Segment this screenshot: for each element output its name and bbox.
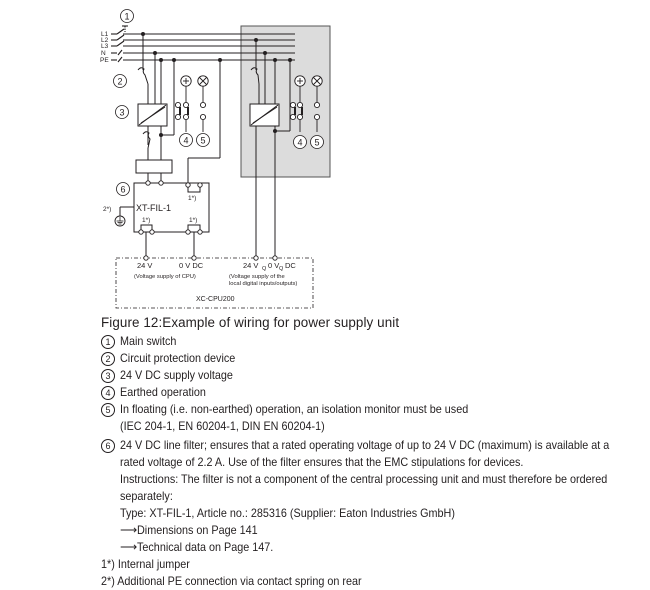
legend-text-5: In floating (i.e. non-earthed) operation… <box>120 401 469 416</box>
legend-text-3: 24 V DC supply voltage <box>120 367 233 382</box>
legend-6-line-3-text: separately: <box>120 489 173 504</box>
io-supply-note-2: local digital inputs/outputs) <box>229 281 297 287</box>
jumper-label-top: 1*) <box>188 195 196 202</box>
jumper-label-left: 1*) <box>142 217 150 224</box>
callout-1 <box>120 9 134 23</box>
callout-3-label: 3 <box>119 108 124 118</box>
terminal-0vdc: 0 V DC <box>179 261 204 270</box>
cpu-terminals <box>143 255 278 261</box>
callout-5-right-label: 5 <box>314 138 319 148</box>
wiring-diagram: 1 L1 L2 L3 N PE <box>100 9 331 309</box>
legend-item-2: 2 Circuit protection device <box>101 350 646 367</box>
link-dimensions[interactable]: ⟶Dimensions on Page 141 <box>101 522 646 539</box>
callout-6-label: 6 <box>120 185 125 195</box>
legend-number-3: 3 <box>101 368 115 383</box>
legend-6-line-1: rated voltage of 2.2 A. Use of the filte… <box>101 454 646 471</box>
pe-note-label: 2*) <box>103 206 111 213</box>
note-1-text: Internal jumper <box>117 556 190 571</box>
terminal-24vq: 24 V <box>243 261 258 270</box>
phase-label-l2: L2 <box>101 37 109 44</box>
terminal-24v: 24 V <box>137 261 152 270</box>
callout-4-left-label: 4 <box>183 136 188 146</box>
phase-labels: L1 L2 L3 N PE <box>100 31 109 64</box>
note-1-mark: 1*) <box>101 556 115 571</box>
right-earthing-options <box>289 75 323 132</box>
terminal-0vq-sub: Q <box>279 266 284 272</box>
device-label: XC-CPU200 <box>196 296 235 303</box>
link-technical-data-text[interactable]: Technical data on Page 147. <box>137 539 274 554</box>
phase-label-pe: PE <box>100 57 109 64</box>
jumper-label-right: 1*) <box>189 217 197 224</box>
legend: 1 Main switch 2 Circuit protection devic… <box>101 333 646 590</box>
phase-label-n: N <box>101 50 106 57</box>
legend-number-5: 5 <box>101 402 115 417</box>
legend-6-line-3: separately: <box>101 488 646 505</box>
legend-6-line-2-text: Instructions: The filter is not a compon… <box>120 472 608 487</box>
phase-label-l1: L1 <box>101 31 109 38</box>
terminal-24vq-sub: Q <box>262 266 267 272</box>
phase-label-l3: L3 <box>101 43 109 50</box>
terminal-dc: DC <box>285 261 296 270</box>
arrow-right-icon: ⟶ <box>120 539 138 554</box>
legend-text-6: 24 V DC line filter; ensures that a rate… <box>120 438 610 453</box>
legend-number-1: 1 <box>101 335 115 349</box>
io-supply-note-1: (Voltage supply of the <box>229 274 285 280</box>
bus-lines <box>111 25 295 63</box>
note-2-text: Additional PE connection via contact spr… <box>117 573 362 588</box>
legend-number-6: 6 <box>101 439 115 454</box>
cpu-dashed-box <box>115 257 314 309</box>
callout-5-left <box>196 133 210 147</box>
legend-number-4: 4 <box>101 385 115 400</box>
legend-item-4: 4 Earthed operation <box>101 384 646 401</box>
filter-label: XT-FIL-1 <box>136 203 171 213</box>
cpu-supply-note: (Voltage supply of CPU) <box>134 274 196 280</box>
right-circuit <box>249 40 291 258</box>
callout-6 <box>116 182 130 196</box>
callout-3 <box>115 105 129 119</box>
legend-6-line-4-text: Type: XT-FIL-1, Article no.: 285316 (Sup… <box>120 506 455 521</box>
note-2-mark: 2*) <box>101 573 115 588</box>
left-earthing-options <box>174 75 209 132</box>
link-dimensions-text[interactable]: Dimensions on Page 141 <box>137 522 258 537</box>
legend-item-6: 6 24 V DC line filter; ensures that a ra… <box>101 437 646 454</box>
arrow-right-icon: ⟶ <box>120 522 138 537</box>
legend-text-4: Earthed operation <box>120 384 206 399</box>
callout-4-left <box>179 133 193 147</box>
callout-2-label: 2 <box>117 77 122 87</box>
link-technical-data[interactable]: ⟶Technical data on Page 147. <box>101 539 646 556</box>
legend-6-line-4: Type: XT-FIL-1, Article no.: 285316 (Sup… <box>101 505 646 522</box>
note-2: 2*) Additional PE connection via contact… <box>101 573 646 590</box>
callout-4-right-label: 4 <box>297 138 302 148</box>
legend-item-5: 5 In floating (i.e. non-earthed) operati… <box>101 401 646 418</box>
callout-5-left-label: 5 <box>200 136 205 146</box>
legend-item-3: 3 24 V DC supply voltage <box>101 367 646 384</box>
legend-item-1: 1 Main switch <box>101 333 646 350</box>
figure-caption: Figure 12:Example of wiring for power su… <box>101 315 400 330</box>
left-circuit <box>119 34 221 258</box>
note-1: 1*) Internal jumper <box>101 556 646 573</box>
filter-terminals <box>138 180 203 235</box>
terminal-0vq: 0 V <box>268 261 279 270</box>
legend-number-2: 2 <box>101 351 115 366</box>
callout-1-label: 1 <box>124 12 129 22</box>
legend-6-line-1-text: rated voltage of 2.2 A. Use of the filte… <box>120 455 524 470</box>
legend-text-5-standards: (IEC 204-1, EN 60204-1, DIN EN 60204-1) <box>120 418 325 433</box>
legend-text-2: Circuit protection device <box>120 350 236 365</box>
callout-5-right <box>310 135 324 149</box>
legend-text-5-extra: (IEC 204-1, EN 60204-1, DIN EN 60204-1) <box>101 418 646 435</box>
callout-4-right <box>293 135 307 149</box>
callout-2 <box>113 74 127 88</box>
legend-text-1: Main switch <box>120 334 177 348</box>
legend-6-line-2: Instructions: The filter is not a compon… <box>101 471 646 488</box>
right-junctions <box>141 32 292 137</box>
